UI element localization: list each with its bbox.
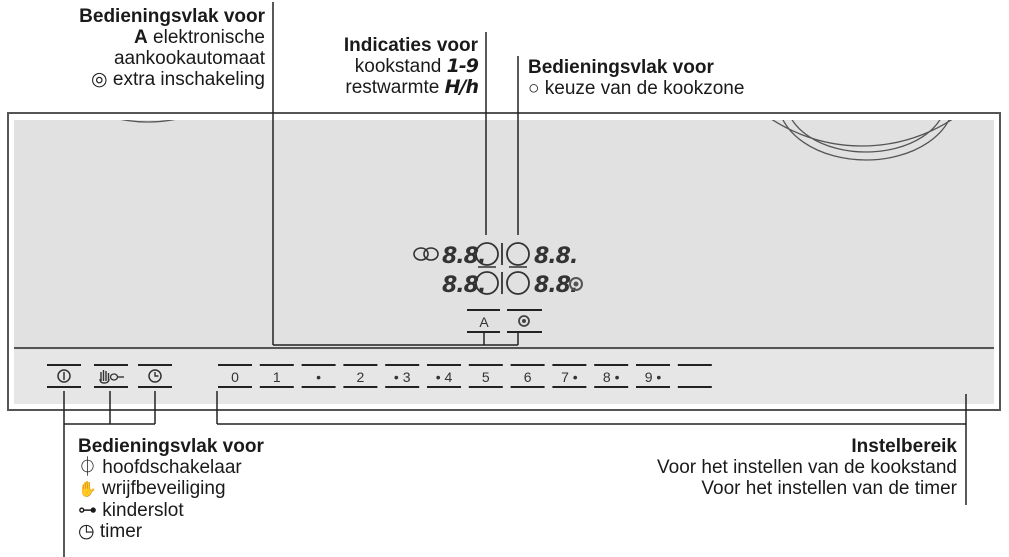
- wipe-protection-childlock-key[interactable]: [94, 364, 128, 388]
- callout-top-left: Bedieningsvlak voor A elektronische aank…: [79, 6, 265, 90]
- display-area: 8.8. 8.8. 8.8. 8.8.: [413, 242, 583, 298]
- clock-icon: [148, 369, 162, 383]
- callout-text: keuze van de kookzone: [539, 78, 745, 99]
- callout-text: Voor het instellen van de kookstand: [657, 457, 957, 478]
- slider-segment[interactable]: 7 •: [552, 364, 587, 388]
- hand-icon: ✋: [78, 481, 97, 498]
- extra-activation-icon: ◎: [91, 69, 108, 90]
- callout-title: Bedieningsvlak voor: [79, 6, 265, 27]
- zone-select-key[interactable]: [475, 271, 499, 295]
- slider-segment-label: 1: [273, 369, 281, 385]
- slider-segment[interactable]: 1: [259, 364, 294, 388]
- callout-text: elektronische: [147, 27, 265, 48]
- slider-segment-label: 9 •: [645, 369, 662, 385]
- slider-segment[interactable]: 5: [468, 364, 503, 388]
- slider-segment-label: 6: [524, 369, 532, 385]
- main-switch-key[interactable]: [47, 364, 81, 388]
- callout-title: Instelbereik: [851, 436, 957, 457]
- slider-segment-label: 7 •: [561, 369, 578, 385]
- slider-segment-label: 8 •: [603, 369, 620, 385]
- zone-select-key[interactable]: [506, 242, 530, 266]
- callout-title: Indicaties voor: [343, 35, 478, 56]
- key-icon: ⊶: [78, 500, 97, 521]
- legend-item-timer: ◷ timer: [78, 521, 143, 542]
- slider-segment-label: 5: [482, 369, 490, 385]
- slider-segment-label: • 4: [436, 369, 453, 385]
- auto-boil-letter: A: [134, 27, 148, 48]
- clock-icon: ◷: [78, 521, 95, 542]
- extra-indicator-icon: [569, 277, 583, 291]
- slider-segment[interactable]: 6: [510, 364, 545, 388]
- slider-segment-label: • 3: [394, 369, 411, 385]
- callout-text: kookstand: [354, 56, 447, 77]
- slider-segment[interactable]: [677, 364, 712, 388]
- callout-text: aankookautomaat: [113, 48, 265, 69]
- zone-select-key[interactable]: [506, 271, 530, 295]
- callout-text: restwarmte: [345, 77, 445, 98]
- slider-segment[interactable]: 2: [343, 364, 378, 388]
- cook-level-range: 1-9: [446, 55, 479, 77]
- display-digits-r1-left: 8.8.: [442, 244, 485, 269]
- slider-segment[interactable]: 8 •: [594, 364, 629, 388]
- slider-segment[interactable]: 9 •: [636, 364, 670, 388]
- control-strip: [14, 350, 994, 404]
- legend-item-main-switch: ⏀ hoofdschakelaar: [78, 457, 242, 478]
- setting-range-slider[interactable]: 0 1 • 2 • 3 • 4 5 6 7 • 8 • 9 •: [218, 364, 712, 388]
- callout-bottom-right: Instelbereik Voor het instellen van de k…: [657, 436, 957, 499]
- power-icon: [57, 369, 71, 383]
- legend-item-wipe-protection: ✋ wrijfbeveiliging: [78, 478, 226, 499]
- legend-item-child-lock: ⊶ kinderslot: [78, 500, 184, 521]
- auto-boil-key-label: A: [479, 314, 489, 330]
- slider-segment[interactable]: • 4: [427, 364, 461, 388]
- callout-bottom-left: Bedieningsvlak voor ⏀ hoofdschakelaar ✋ …: [78, 436, 264, 542]
- slider-segment-label: 2: [357, 369, 365, 385]
- callout-text: extra inschakeling: [107, 69, 265, 90]
- cooking-zones: [120, 120, 953, 147]
- residual-heat-indicator: H/h: [444, 76, 479, 98]
- slider-segment-label: •: [316, 369, 321, 385]
- callout-title: Bedieningsvlak voor: [78, 436, 264, 457]
- slider-segment[interactable]: •: [301, 364, 336, 388]
- hand-icon: [99, 370, 110, 384]
- display-digits-r1-right: 8.8.: [534, 244, 577, 269]
- callout-title: Bedieningsvlak voor: [528, 57, 714, 78]
- auto-boil-key[interactable]: A: [467, 309, 500, 333]
- zone-select-icon: ○: [528, 78, 540, 99]
- slider-segment[interactable]: • 3: [385, 364, 420, 388]
- slider-segment[interactable]: 0: [218, 364, 252, 388]
- slider-segment-label: 0: [231, 369, 239, 385]
- callout-top-center: Indicaties voor kookstand 1-9 restwarmte…: [343, 35, 479, 98]
- extra-activation-icon: [518, 315, 530, 327]
- extra-activation-key[interactable]: [507, 309, 542, 333]
- zone-select-key[interactable]: [475, 242, 499, 266]
- callout-text: Voor het instellen van de timer: [701, 478, 957, 499]
- timer-key[interactable]: [138, 364, 172, 388]
- display-digits-r2-left: 8.8.: [442, 273, 485, 298]
- power-icon: ⏀: [78, 457, 98, 478]
- callout-top-right: Bedieningsvlak voor ○ keuze van de kookz…: [528, 57, 744, 99]
